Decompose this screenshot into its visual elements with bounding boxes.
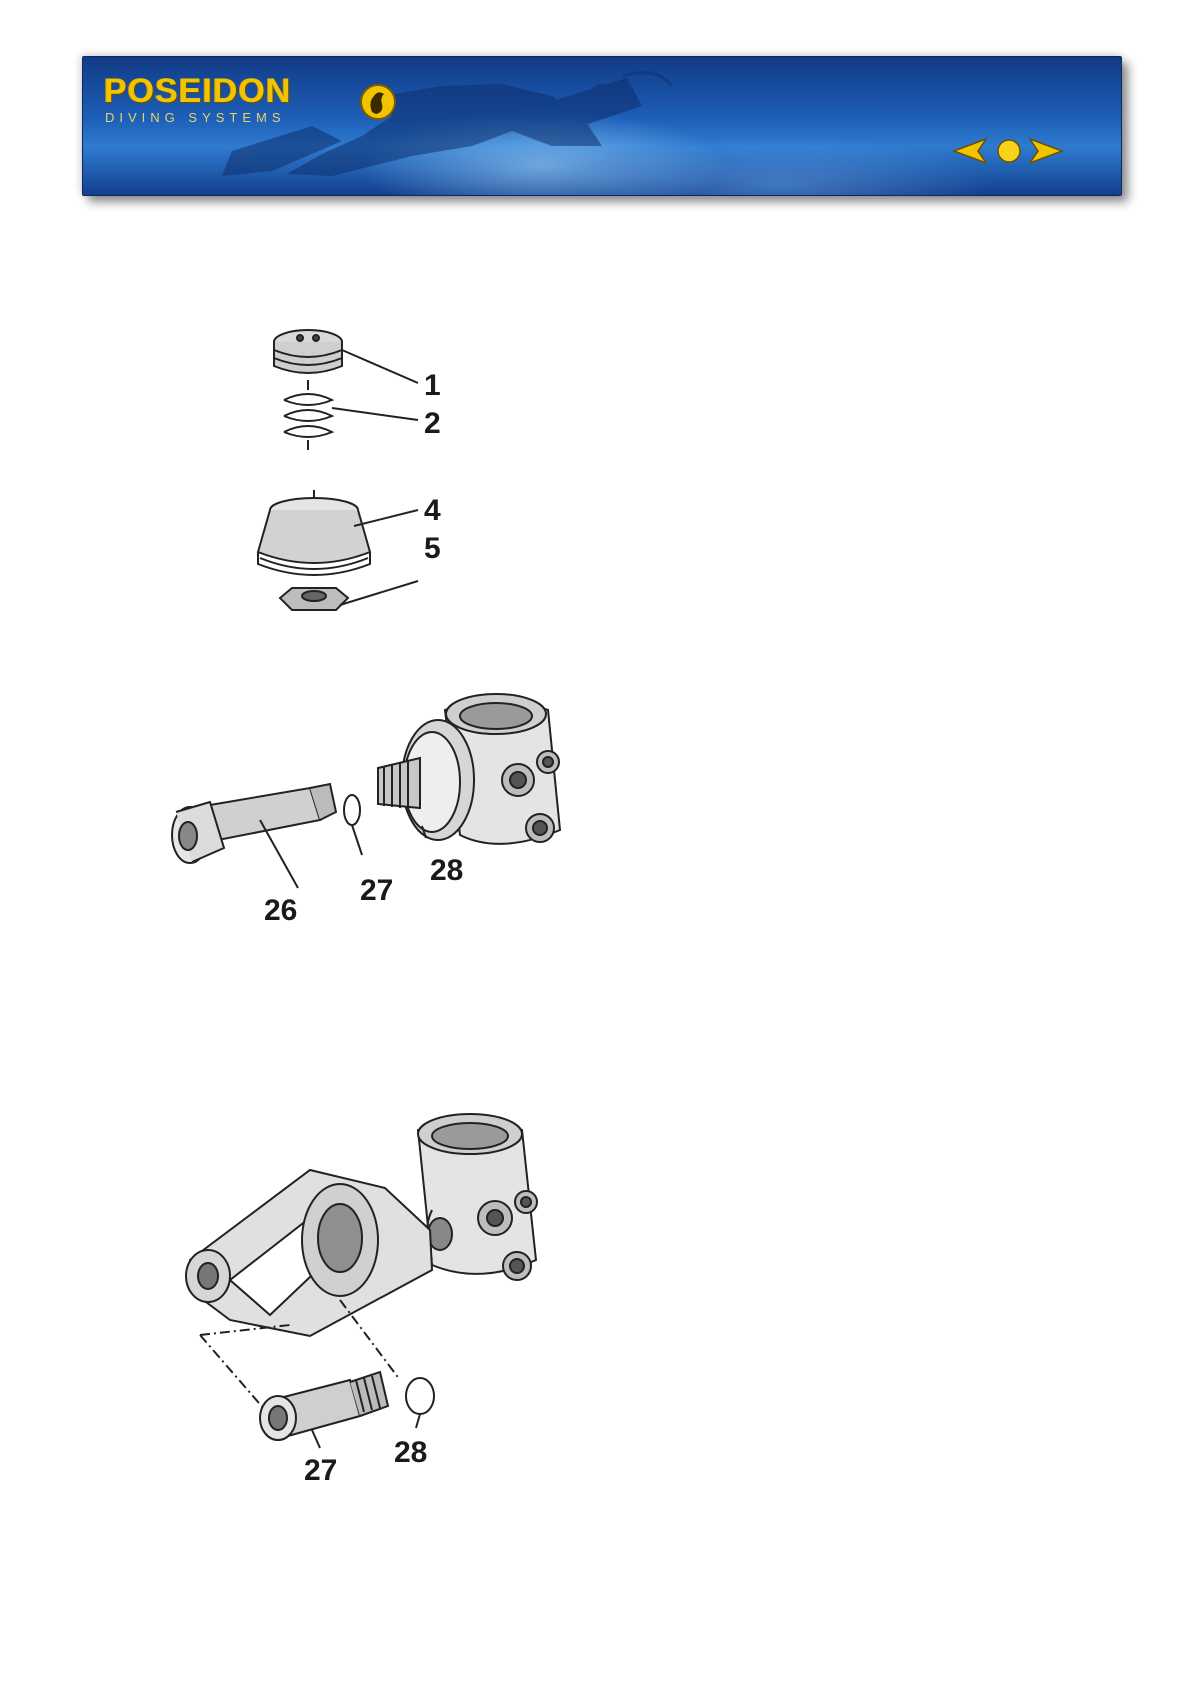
- callout-28: 28: [394, 1436, 427, 1469]
- callout-28: 28: [430, 854, 463, 887]
- header-banner: POSEIDON DIVING SYSTEMS: [82, 56, 1122, 196]
- home-dot-icon[interactable]: [994, 136, 1024, 166]
- yoke-spindle-exploded-view: 26 27 28: [170, 680, 590, 950]
- callout-27: 27: [360, 874, 393, 907]
- previous-arrow-icon[interactable]: [950, 136, 990, 166]
- callout-26: 26: [264, 894, 297, 927]
- first-stage-cap-exploded-view: 1 2 4 5: [240, 320, 480, 630]
- callout-5: 5: [424, 532, 441, 565]
- callout-1: 1: [424, 369, 441, 402]
- callout-27: 27: [304, 1454, 337, 1487]
- yoke-assembly-exploded-view: 27 28: [170, 1110, 570, 1490]
- next-arrow-icon[interactable]: [1026, 136, 1066, 166]
- callout-2: 2: [424, 407, 441, 440]
- brand-tagline: DIVING SYSTEMS: [105, 110, 286, 125]
- brand-logo-text: POSEIDON: [104, 72, 291, 111]
- seahorse-emblem-icon: [358, 82, 398, 122]
- callout-4: 4: [424, 494, 441, 527]
